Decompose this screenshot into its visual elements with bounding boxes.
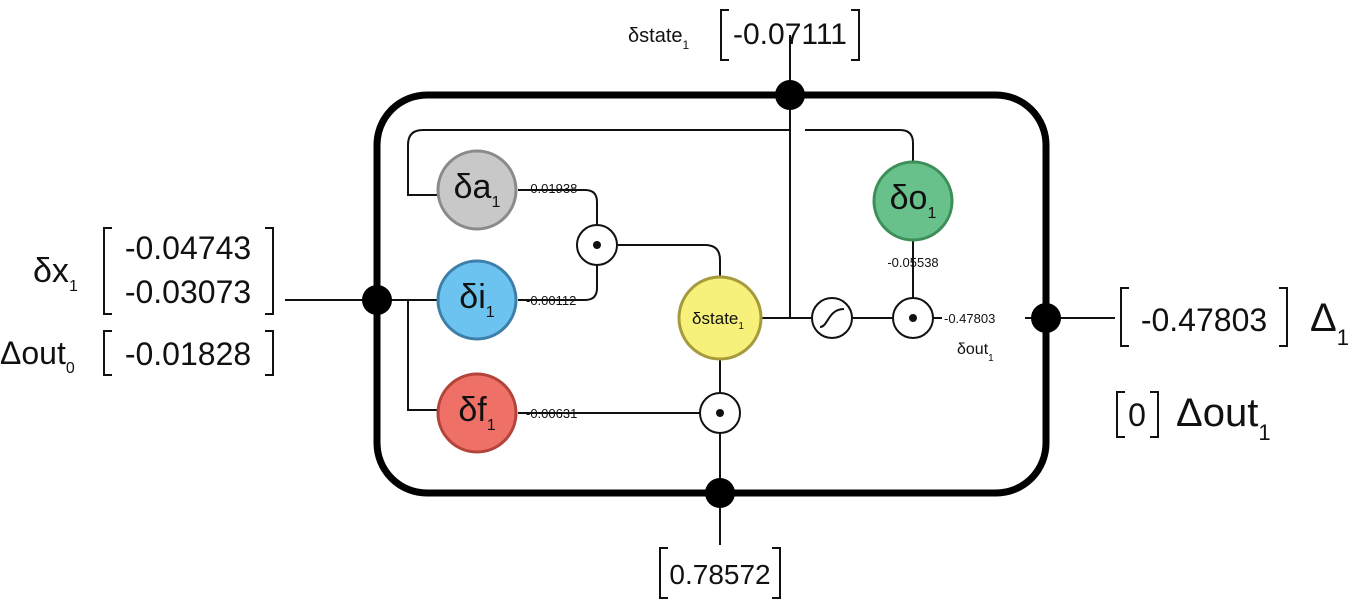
o-gate-value: -0.05538	[887, 255, 938, 270]
multiply-operator-upper	[576, 224, 618, 266]
gate-i-sub: 1	[486, 304, 495, 321]
gate-state-sub: 1	[738, 321, 744, 332]
right-delta-sub: 1	[1337, 325, 1349, 350]
multiply-dot-icon	[593, 241, 601, 249]
gate-a-label: δa	[454, 168, 492, 206]
svg-text:δstate1: δstate1	[692, 309, 744, 332]
right-out-sub: 1	[1258, 420, 1270, 445]
gate-o: δo1	[872, 160, 954, 242]
right-value-bracket	[1120, 287, 1288, 347]
wires	[285, 35, 1115, 545]
svg-text:δx1: δx1	[33, 252, 78, 295]
junction-right	[1031, 303, 1061, 333]
gate-a-circle	[436, 149, 518, 231]
gate-state-circle	[677, 275, 763, 361]
left-out-bracket	[103, 330, 274, 376]
svg-text:δa1: δa1	[454, 168, 501, 211]
svg-text:δo1: δo1	[890, 179, 937, 222]
left-x-bracket	[103, 227, 274, 315]
gate-i-circle	[436, 259, 518, 341]
gate-i-label: δi	[459, 278, 485, 316]
junction-left	[362, 285, 392, 315]
a-gate-value: -0.01938	[526, 181, 577, 196]
svg-text:δstate1: δstate1	[628, 25, 690, 52]
svg-text:δi1: δi1	[459, 278, 494, 321]
svg-text:Δout0: Δout0	[0, 335, 75, 377]
multiply-operator-output	[892, 297, 934, 339]
gate-f-label: δf	[458, 391, 487, 429]
left-x-value-1: -0.03073	[125, 274, 251, 310]
right-delta-label: Δ	[1310, 296, 1337, 340]
top-state-sub: 1	[683, 38, 690, 52]
tanh-curve-icon	[819, 308, 845, 328]
multiply-operator-lower	[699, 392, 741, 434]
gate-f-sub: 1	[487, 417, 496, 434]
left-x-sub: 1	[69, 278, 78, 295]
gate-o-circle	[872, 160, 954, 242]
gate-f: δf1	[436, 372, 518, 454]
top-state-label: δstate	[628, 25, 683, 47]
svg-text:Δ1: Δ1	[1310, 296, 1349, 350]
multiply-dot-icon	[909, 314, 917, 322]
inner-out-label: δout	[957, 341, 989, 358]
bottom-value: 0.78572	[669, 559, 770, 590]
gate-state: δstate1	[677, 275, 763, 361]
left-out-value: -0.01828	[125, 336, 251, 372]
top-state-bracket	[720, 9, 860, 61]
bottom-value-bracket	[659, 547, 781, 599]
svg-text:δf1: δf1	[458, 391, 495, 434]
right-zero-bracket	[1116, 391, 1159, 438]
junction-top	[775, 80, 805, 110]
top-state-value: -0.07111	[733, 18, 847, 51]
right-value: -0.47803	[1141, 302, 1267, 338]
left-x-value-0: -0.04743	[125, 230, 251, 266]
junction-bottom	[705, 478, 735, 508]
right-zero-value: 0	[1128, 397, 1146, 433]
gate-a: δa1	[436, 149, 518, 231]
output-value: -0.47803	[944, 311, 995, 326]
gate-a-sub: 1	[491, 194, 500, 211]
gate-f-circle	[436, 372, 518, 454]
gate-o-sub: 1	[927, 205, 936, 222]
svg-text:Δout1: Δout1	[1176, 391, 1271, 445]
left-out-label: Δout	[0, 335, 66, 371]
gate-i: δi1	[436, 259, 518, 341]
tanh-operator	[811, 297, 853, 339]
right-out-label: Δout	[1176, 391, 1258, 435]
f-gate-value: -0.00631	[526, 406, 577, 421]
gate-state-label: δstate	[692, 309, 738, 328]
svg-text:δout1: δout1	[957, 341, 994, 364]
gate-o-label: δo	[890, 179, 928, 217]
left-out-sub: 0	[66, 360, 75, 377]
inner-out-sub: 1	[988, 353, 994, 364]
left-x-label: δx	[33, 252, 69, 290]
i-gate-value: -0.00112	[526, 293, 576, 308]
multiply-dot-icon	[716, 409, 724, 417]
